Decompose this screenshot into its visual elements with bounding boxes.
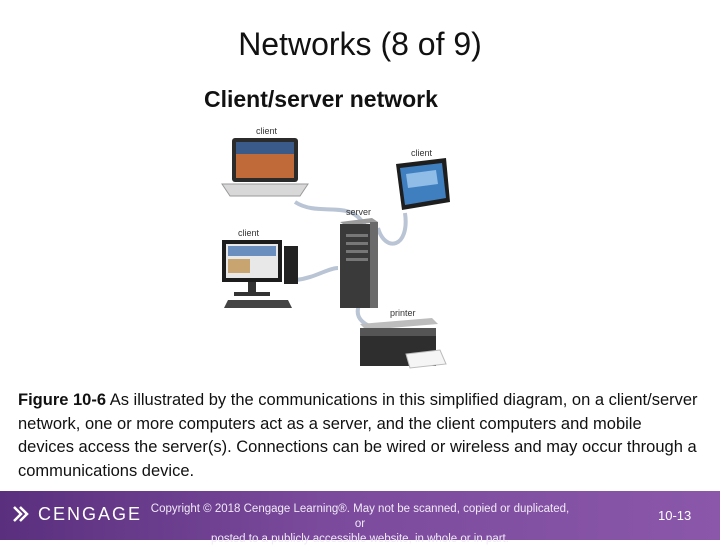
cable-desktop-server [295,266,339,282]
label-client-tablet: client [411,148,433,158]
cengage-logo: CENGAGE [10,503,142,525]
label-client-laptop: client [256,126,278,136]
label-client-desktop: client [238,228,260,238]
copyright-notice: Copyright © 2018 Cengage Learning®. May … [150,502,570,547]
slide-subtitle: Client/server network [204,86,438,112]
label-server: server [346,207,371,217]
figure-caption: Figure 10-6 As illustrated by the commun… [18,389,698,483]
client-server-diagram: client client server client printer [221,126,450,369]
logo-text: CENGAGE [38,503,143,524]
figure-label: Figure 10-6 [18,391,107,409]
server [340,218,378,308]
label-printer: printer [390,308,416,318]
copyright-line-1: Copyright © 2018 Cengage Learning®. May … [150,503,570,530]
slide-title: Networks (8 of 9) [238,26,482,62]
tablet-client [396,158,450,210]
cable-laptop-server [293,200,367,228]
cengage-mark-icon [13,506,29,522]
printer [360,318,447,369]
footer-bar: CENGAGE Copyright © 2018 Cengage Learnin… [0,491,720,545]
laptop-client [221,138,309,197]
desktop-client [222,240,298,308]
caption-text: As illustrated by the communications in … [18,391,698,480]
page-number: 10-13 [658,508,692,523]
cable-tablet-server [376,212,408,246]
